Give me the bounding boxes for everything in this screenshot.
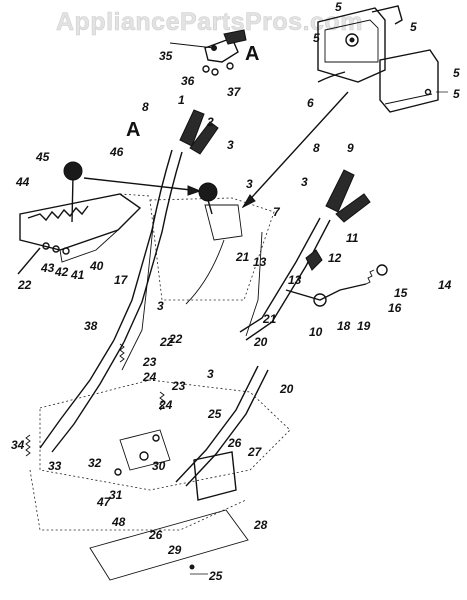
callout-label: 11 [346,231,359,245]
callout-label: 31 [109,488,123,502]
callout-label: 16 [388,301,402,315]
callout-label: 48 [111,515,126,529]
callout-label: 33 [48,459,62,473]
callout-label: 3 [301,175,308,189]
callout-label: 24 [142,370,157,384]
callout-label: 18 [337,319,351,333]
assembly-arrow [241,91,349,209]
callout-label: 9 [347,141,354,155]
callout-label: 23 [142,355,157,369]
callout-label: 5 [335,0,342,14]
callout-label: 40 [89,259,104,273]
shift-arrow [83,177,202,196]
callout-label: 41 [70,268,85,282]
callout-label: 10 [309,325,323,339]
callout-label: 45 [35,150,50,164]
section-mark-a: A [245,43,259,65]
callout-label: 42 [54,265,69,279]
cable-6 [317,71,346,83]
callout-label: 26 [148,528,163,542]
callout-label: 30 [152,459,166,473]
callout-label: 22 [17,278,32,292]
callout-label: 32 [88,456,102,470]
callout-label: 47 [96,495,112,509]
callout-label: 22 [159,335,174,349]
callout-label: 13 [253,255,267,269]
callout-label: 12 [328,251,342,265]
callout-label: 2 [206,115,214,129]
callout-label: 35 [159,49,173,63]
callout-label: 3 [246,177,253,191]
callout-label: 27 [247,445,263,459]
callout-label: 5 [453,87,460,101]
callout-label: 37 [227,85,242,99]
callout-label: 20 [279,382,294,396]
callout-label: 15 [394,286,408,300]
callout-label: 21 [262,312,277,326]
callout-label: 5 [313,31,320,45]
callout-label: 24 [158,398,173,412]
callout-label: 22 [168,332,183,346]
watermark-text: AppliancePartsPros.com [56,8,363,36]
callout-label: 29 [167,543,182,557]
callout-label: 28 [253,518,268,532]
callout-label: 13 [288,273,302,287]
callout-label: 17 [114,273,129,287]
callout-label: 8 [313,141,320,155]
callout-label: 25 [207,407,222,421]
cover-bracket-assembly [317,5,448,113]
callout-label: 34 [11,438,25,452]
callout-label: 25 [208,569,223,583]
callout-label: 5 [453,66,460,80]
callout-label: 26 [227,436,242,450]
callout-label: 38 [84,319,98,333]
callout-labels: 1 2 3 3 3 3 3 5 5 5 5 5 6 7 8 8 9 10 11 … [11,0,460,583]
callout-label: 14 [438,278,452,292]
callout-label: 5 [410,20,417,34]
callout-label: 3 [207,367,214,381]
callout-label: 8 [142,100,149,114]
callout-label: 36 [181,74,195,88]
callout-label: 7 [273,205,281,219]
callout-label: 46 [109,145,124,159]
handle-bracket-detail [169,29,247,76]
callout-label: 3 [227,138,234,152]
callout-label: 6 [307,96,314,110]
callout-label: 1 [178,93,185,107]
callout-label: 21 [235,250,250,264]
callout-label: 20 [253,335,268,349]
callout-label: 3 [157,299,164,313]
handle-frame [25,109,388,581]
callout-label: 43 [40,261,55,275]
callout-label: 44 [15,175,30,189]
callout-label: 19 [357,319,371,333]
callout-label: 23 [171,379,186,393]
shift-plate-detail [17,161,151,275]
section-mark-a: A [126,119,140,141]
